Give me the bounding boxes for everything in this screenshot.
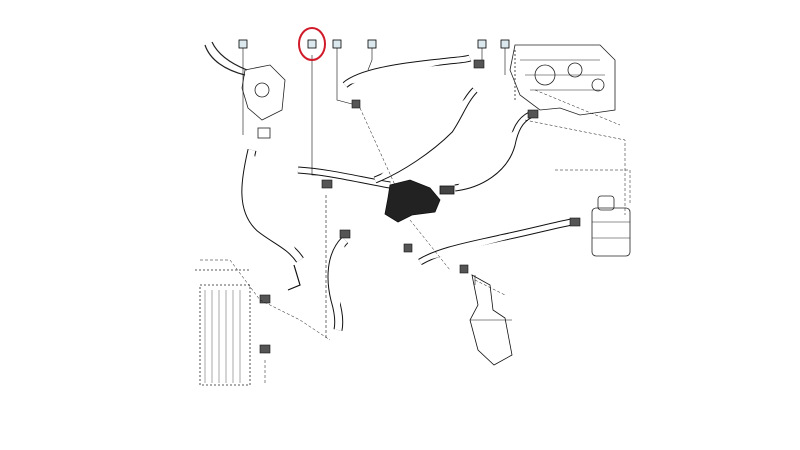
- engine-block: [509, 44, 616, 116]
- guide-lines: [200, 89, 631, 385]
- thermostat-housing: [384, 179, 455, 223]
- radiator: [195, 269, 251, 386]
- callout-tag-5[interactable]: [477, 39, 487, 49]
- expansion-tank: [591, 195, 631, 257]
- leader-lines: [242, 48, 506, 340]
- callout-tag-6[interactable]: [500, 39, 510, 49]
- valve-housing: [204, 41, 286, 139]
- highlight-circle: [298, 27, 326, 61]
- bracket-assembly: [287, 264, 513, 366]
- hoses: [241, 54, 573, 331]
- callout-tag-2[interactable]: [307, 39, 317, 49]
- callout-tag-1[interactable]: [238, 39, 248, 49]
- callout-tags: [238, 39, 510, 49]
- callout-tag-4[interactable]: [367, 39, 377, 49]
- callout-tag-3[interactable]: [332, 39, 342, 49]
- hose-clamps: [259, 59, 581, 354]
